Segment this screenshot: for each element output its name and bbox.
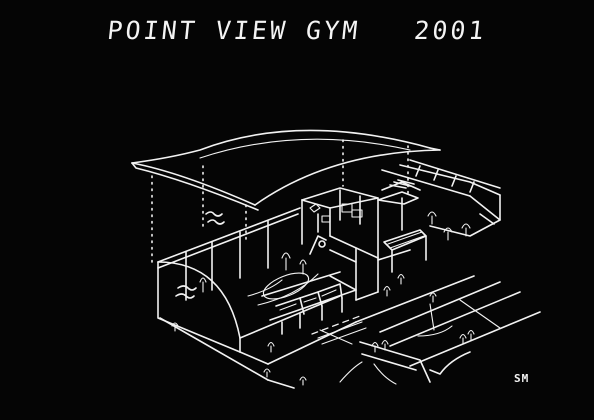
floating-roof [131, 129, 441, 211]
rear-terrace [381, 159, 501, 241]
central-block [301, 187, 379, 301]
stair-annex [377, 179, 427, 273]
ground-plane [159, 275, 541, 389]
ventilation-arrows [175, 211, 225, 299]
front-porch [261, 271, 367, 345]
artist-signature: SM [514, 372, 530, 385]
landscape-shrubs [171, 273, 475, 386]
gym-hall [157, 207, 357, 365]
projection-lines [151, 139, 409, 263]
